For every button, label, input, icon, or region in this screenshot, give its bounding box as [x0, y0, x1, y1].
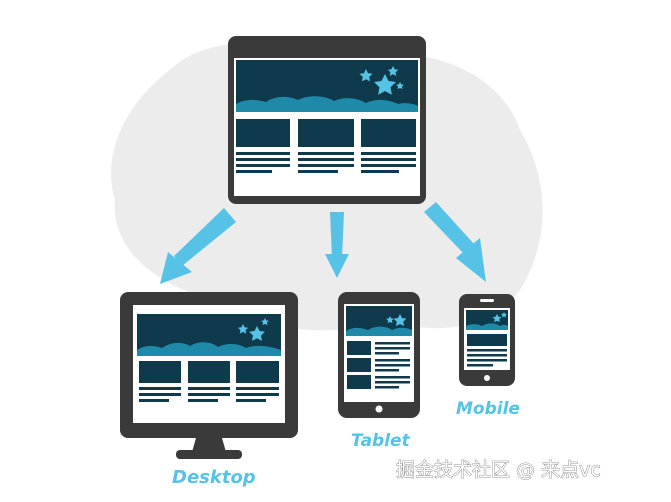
tablet-home-button: [375, 405, 383, 413]
tablet-label: Tablet: [351, 431, 411, 451]
source-browser-window: [228, 36, 426, 204]
watermark: 掘金技术社区 @ 来点vc: [396, 459, 601, 481]
cloud-banner: [236, 96, 418, 112]
arrow-to-tablet: [325, 212, 349, 278]
monitor-stand: [192, 438, 226, 452]
desktop-label: Desktop: [172, 467, 256, 488]
smartphone-icon: [459, 294, 515, 386]
desktop-monitor-icon: [120, 292, 298, 459]
arrow-to-desktop: [160, 208, 236, 284]
content-columns: [236, 119, 416, 173]
arrow-to-mobile: [424, 202, 486, 282]
arrows: [160, 202, 486, 284]
star-icons: [359, 66, 404, 95]
monitor-base: [176, 450, 242, 459]
phone-home-button: [484, 375, 490, 381]
mobile-label: Mobile: [456, 399, 520, 419]
tablet-icon: [338, 292, 420, 418]
